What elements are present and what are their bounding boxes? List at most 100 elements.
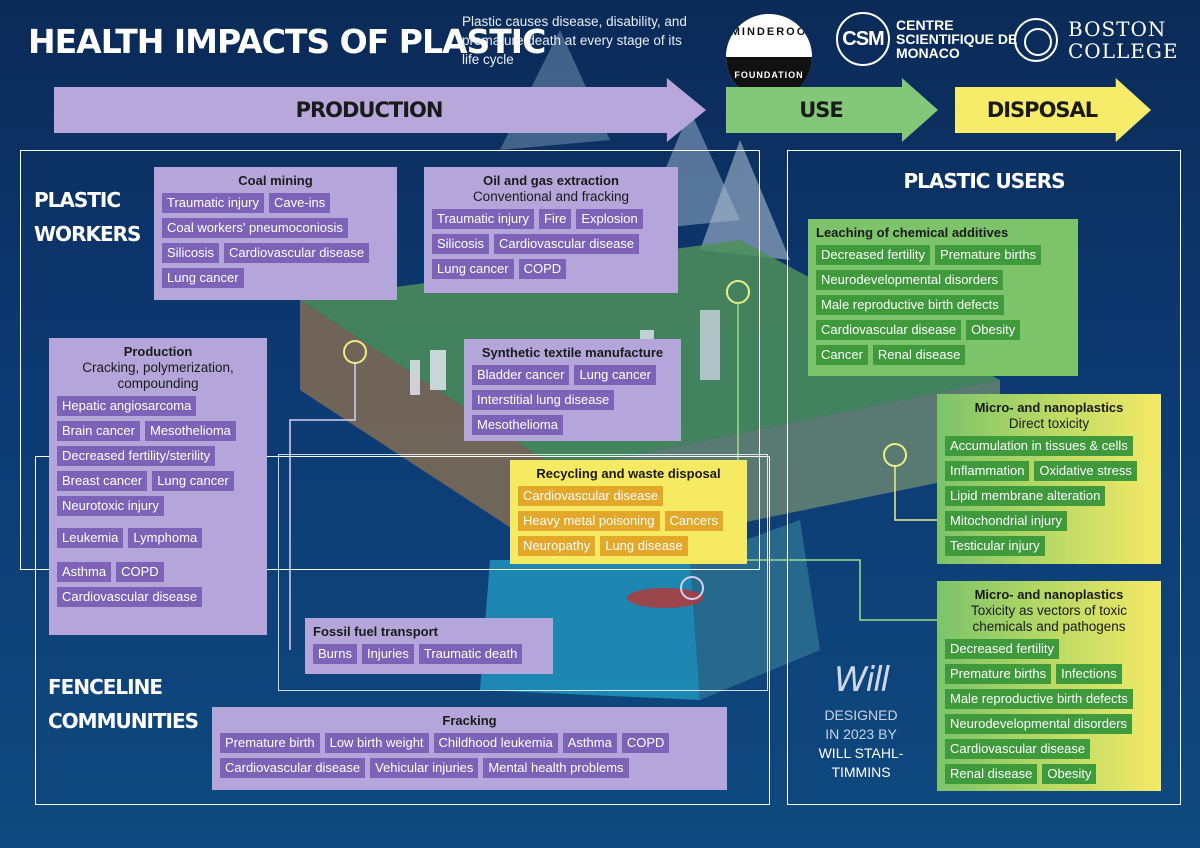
tag: Lung cancer (152, 471, 234, 491)
plastic-workers-heading: PLASTIC WORKERS (34, 188, 141, 246)
tag: Neurotoxic injury (57, 496, 164, 516)
tag: Low birth weight (324, 733, 429, 753)
tag: Cardiovascular disease (220, 758, 366, 778)
production-box: Production Cracking, polymerization, com… (49, 338, 267, 635)
tag: Neurodevelopmental disorders (945, 714, 1133, 734)
leaching-title: Leaching of chemical additives (816, 225, 1009, 240)
recycling-title: Recycling and waste disposal (536, 466, 721, 481)
tag: Mental health problems (483, 758, 629, 778)
tag: COPD (621, 733, 670, 753)
tag: Premature births (945, 664, 1052, 684)
coal-mining-box: Coal mining Traumatic injury Cave-ins Co… (154, 167, 397, 300)
boston-college-seal-icon (1014, 18, 1058, 62)
tag: Asthma (57, 562, 112, 582)
tag: Traumatic death (418, 644, 523, 664)
tag: Infections (1056, 664, 1122, 684)
tag: Renal disease (945, 764, 1038, 784)
tag: Lipid membrane alteration (945, 486, 1106, 506)
will-logo: Will (834, 660, 890, 700)
tag: Lung cancer (432, 259, 514, 279)
tag: Neurodevelopmental disorders (816, 270, 1004, 290)
tag: Cancers (664, 511, 723, 531)
credit-line-2: WILL STAHL-TIMMINS (818, 745, 904, 780)
micro2-subtitle: Toxicity as vectors of toxic chemicals a… (970, 603, 1128, 634)
designer-credit: Will DESIGNED IN 2023 BY WILL STAHL-TIMM… (816, 660, 906, 782)
minderoo-logo-top-text: MINDEROO (730, 26, 808, 38)
tag: Burns (313, 644, 357, 664)
tag: Lung cancer (162, 268, 244, 288)
tag: Obesity (1042, 764, 1097, 784)
oil-gas-extraction-box: Oil and gas extraction Conventional and … (424, 167, 678, 293)
coal-mining-title: Coal mining (238, 173, 313, 188)
tag: Premature births (935, 245, 1042, 265)
tag: Brain cancer (57, 421, 140, 441)
production-subtitle: Cracking, polymerization, compounding (82, 360, 234, 391)
tag: Explosion (576, 209, 643, 229)
tag: Lung cancer (574, 365, 657, 385)
tag: Male reproductive birth defects (816, 295, 1004, 315)
tag: Oxidative stress (1034, 461, 1137, 481)
tag: Childhood leukemia (433, 733, 558, 753)
tag: COPD (116, 562, 164, 582)
tag: Male reproductive birth defects (945, 689, 1133, 709)
tag: Mesothelioma (144, 421, 236, 441)
recycling-frame (278, 454, 768, 691)
tag: Cave-ins (268, 193, 331, 213)
tag: Asthma (562, 733, 617, 753)
tag: Premature birth (220, 733, 320, 753)
tag: Renal disease (872, 345, 966, 365)
tag: Bladder cancer (472, 365, 570, 385)
fenceline-communities-frame (35, 456, 770, 805)
production-stage-arrow: PRODUCTION (54, 78, 706, 142)
tag: Hepatic angiosarcoma (57, 396, 197, 416)
tag: Decreased fertility/sterility (57, 446, 216, 466)
tag: Inflammation (945, 461, 1030, 481)
tag: Accumulation in tissues & cells (945, 436, 1133, 456)
micro-nanoplastics-direct-box: Micro- and nanoplastics Direct toxicity … (937, 394, 1161, 564)
leaching-additives-box: Leaching of chemical additives Decreased… (808, 219, 1078, 376)
fossil-fuel-transport-box: Fossil fuel transport Burns Injuries Tra… (305, 618, 553, 674)
production-title: Production (123, 344, 193, 359)
tag: Silicosis (162, 243, 219, 263)
tag: Fire (538, 209, 572, 229)
production-stage-label: PRODUCTION (295, 98, 444, 122)
tag: COPD (518, 259, 567, 279)
fracking-title: Fracking (442, 713, 497, 728)
tag: Injuries (361, 644, 414, 664)
disposal-stage-label: DISPOSAL (986, 98, 1098, 122)
synthetic-textile-box: Synthetic textile manufacture Bladder ca… (464, 339, 681, 441)
use-stage-label: USE (799, 98, 844, 122)
csm-logo-mark: CSM (836, 12, 890, 66)
csm-logo-text: CENTRE SCIENTIFIQUE DE MONACO (896, 17, 1018, 61)
tag: Obesity (966, 320, 1021, 340)
tag: Mesothelioma (472, 415, 563, 435)
oil-gas-subtitle: Conventional and fracking (472, 189, 630, 204)
tag: Cardiovascular disease (518, 486, 664, 506)
micro1-title: Micro- and nanoplastics (974, 400, 1124, 415)
plastic-users-heading: PLASTIC USERS (903, 169, 1065, 193)
tag: Cardiovascular disease (816, 320, 962, 340)
tag: Lung disease (600, 536, 688, 556)
recycling-waste-box: Recycling and waste disposal Cardiovascu… (510, 460, 747, 564)
tag: Silicosis (432, 234, 489, 254)
tag: Traumatic injury (432, 209, 534, 229)
tag: Lymphoma (128, 528, 203, 548)
synthetic-textile-title: Synthetic textile manufacture (481, 345, 664, 360)
tag: Cardiovascular disease (493, 234, 640, 254)
tag: Cardiovascular disease (223, 243, 370, 263)
fenceline-communities-heading: FENCELINE COMMUNITIES (48, 675, 199, 733)
micro2-title: Micro- and nanoplastics (974, 587, 1124, 602)
page-title: HEALTH IMPACTS OF PLASTIC (28, 22, 546, 61)
minderoo-logo-bottom-text: FOUNDATION (734, 70, 804, 80)
tag: Decreased fertility (816, 245, 931, 265)
use-stage-arrow: USE (726, 78, 938, 142)
disposal-stage-arrow: DISPOSAL (955, 78, 1151, 142)
credit-line-1: DESIGNED IN 2023 BY (824, 707, 898, 742)
tag: Breast cancer (57, 471, 148, 491)
plastic-users-frame (787, 150, 1181, 805)
tag: Mitochondrial injury (945, 511, 1067, 531)
tag: Neuropathy (518, 536, 596, 556)
fracking-box: Fracking Premature birth Low birth weigh… (212, 707, 727, 790)
tag: Leukemia (57, 528, 124, 548)
tag: Vehicular injuries (370, 758, 479, 778)
